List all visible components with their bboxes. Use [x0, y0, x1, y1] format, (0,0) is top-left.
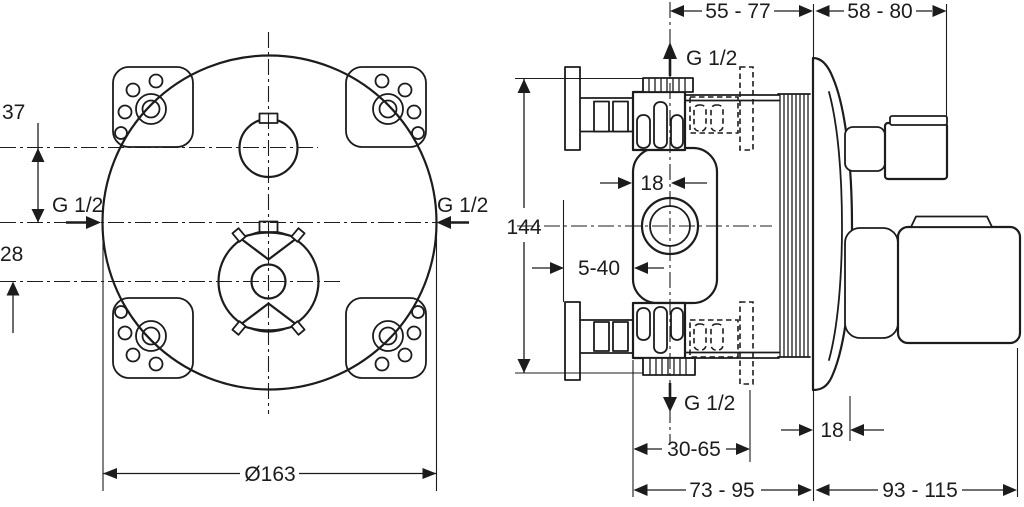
dimension-73-95: 73 - 95	[632, 360, 812, 502]
valve-body-bottom	[631, 301, 696, 376]
mounting-rail-top	[564, 66, 634, 151]
mounting-plate-top-right	[345, 66, 427, 148]
hidden-connections	[684, 66, 780, 385]
dim-label-58-80: 58 - 80	[847, 0, 912, 23]
thread-label-left: G 1/2	[52, 194, 103, 217]
dimension-37: 37	[2, 101, 45, 223]
dim-label-55-77: 55 - 77	[705, 0, 770, 23]
outlet-bottom: G 1/2	[663, 383, 735, 415]
dimension-5-40: 5-40	[532, 200, 664, 302]
dim-label-18-plate: 18	[820, 419, 843, 442]
mounting-plate-top-left	[112, 66, 194, 148]
mounting-plate-bottom-left	[112, 297, 194, 379]
thread-label-bottom: G 1/2	[684, 392, 735, 415]
dimension-28: 28	[0, 243, 23, 333]
dim-label-diameter: Ø163	[244, 463, 295, 486]
inlet-right: G 1/2	[436, 194, 488, 229]
dim-label-73-95: 73 - 95	[689, 479, 754, 502]
dimension-diameter: Ø163	[102, 226, 438, 491]
dim-label-30-65: 30-65	[667, 438, 721, 461]
thread-label-right: G 1/2	[437, 194, 488, 217]
valve-body-top	[631, 77, 694, 152]
thread-label-top: G 1/2	[686, 47, 737, 70]
trim-plate	[811, 56, 854, 392]
front-view: 37 28 G 1/2 G 1/2 Ø163	[0, 32, 488, 491]
dim-label-28: 28	[0, 243, 23, 266]
dimension-58-80: 58 - 80	[815, 0, 948, 116]
front-centre-lines	[0, 32, 469, 414]
dim-label-37: 37	[2, 101, 25, 124]
dimension-18-plate: 18	[781, 396, 884, 442]
side-centre-lines	[517, 2, 772, 444]
dimension-144: 144	[506, 77, 643, 374]
side-view: 55 - 77 58 - 80 G 1/2 G 1/2	[506, 0, 1022, 502]
dim-label-93-115: 93 - 115	[882, 479, 958, 502]
dim-label-18-body: 18	[640, 172, 663, 195]
outlet-top: G 1/2	[663, 42, 737, 76]
dimension-18-body: 18	[600, 172, 707, 195]
flow-handle-side	[844, 215, 1022, 345]
mounting-plate-bottom-right	[345, 297, 427, 379]
dim-label-5-40: 5-40	[578, 257, 620, 280]
inlet-left: G 1/2	[52, 194, 103, 229]
mounting-rail-bottom	[564, 301, 634, 381]
dim-label-144: 144	[506, 216, 541, 239]
temperature-handle-side	[844, 115, 949, 181]
dimension-93-115: 93 - 115	[815, 348, 1019, 502]
dimension-55-77: 55 - 77	[670, 0, 813, 23]
threaded-sleeve	[777, 93, 811, 358]
dimension-30-65: 30-65	[633, 390, 751, 462]
